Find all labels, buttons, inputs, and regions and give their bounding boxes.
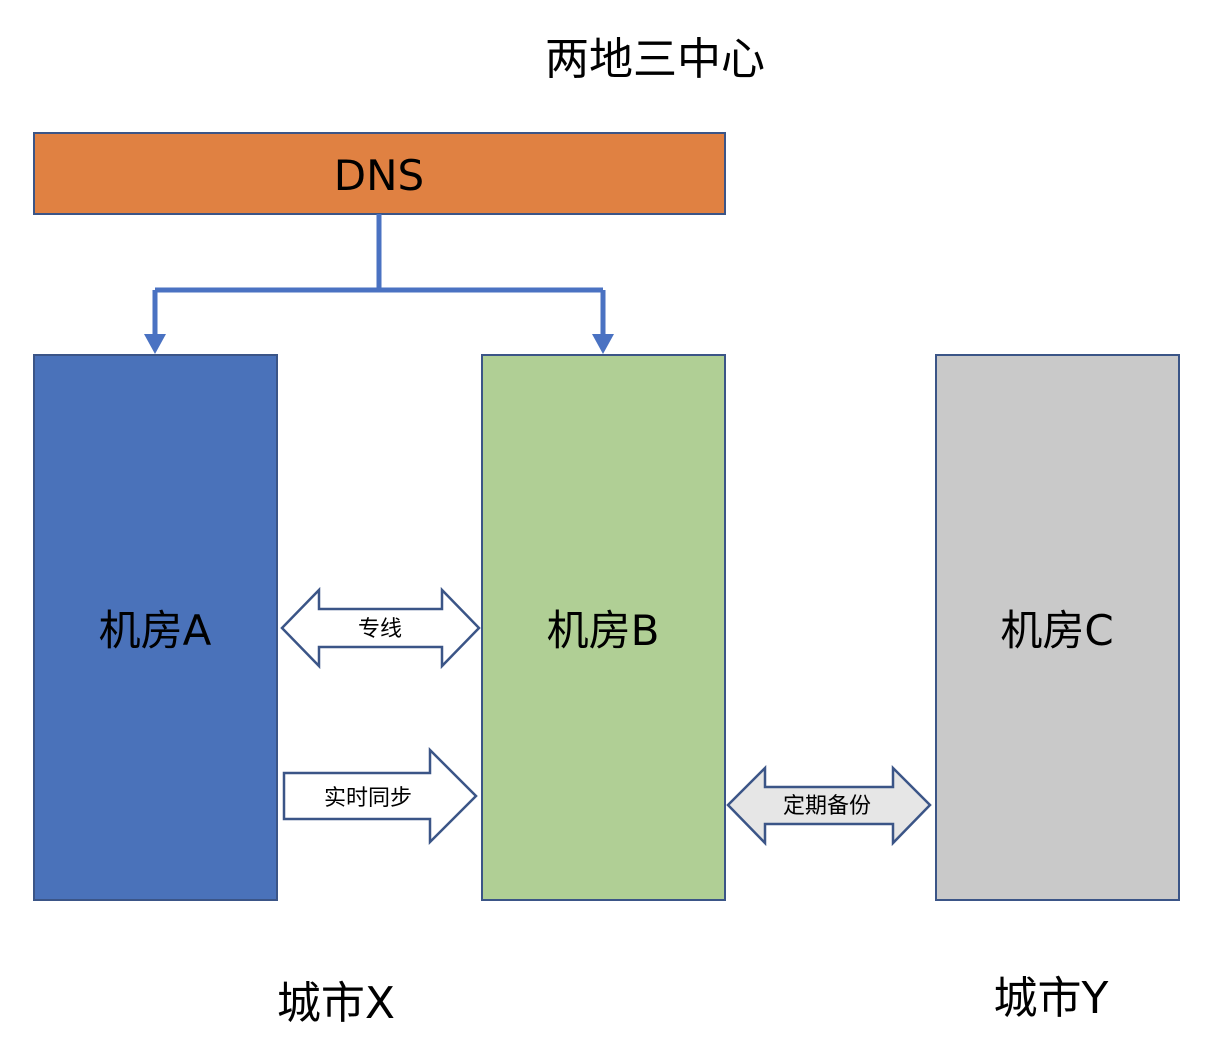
realtime-sync-label: 实时同步 — [324, 786, 412, 811]
dns-node: DNS — [33, 132, 726, 215]
room-c-label: 机房C — [1000, 606, 1113, 655]
room-c: 机房C — [935, 354, 1180, 901]
dns-box — [33, 132, 726, 215]
dns-label: DNS — [334, 151, 424, 200]
arrowhead-to-room-a — [144, 334, 166, 354]
realtime-sync-arrow — [282, 746, 478, 846]
dns-connector — [152, 214, 606, 336]
periodic-backup-label: 定期备份 — [783, 794, 871, 819]
room-a-box — [33, 354, 278, 901]
room-a: 机房A — [33, 354, 278, 901]
city-y-label: 城市Y — [994, 973, 1109, 1024]
dedicated-line-link: 专线 — [280, 586, 481, 670]
dedicated-line-double-arrow — [280, 586, 481, 670]
dedicated-line-label: 专线 — [358, 617, 402, 642]
diagram-title: 两地三中心 — [545, 34, 765, 85]
realtime-sync-link: 实时同步 — [282, 746, 478, 846]
room-a-label: 机房A — [99, 606, 212, 655]
room-c-box — [935, 354, 1180, 901]
city-x-label: 城市X — [277, 978, 395, 1029]
room-b-label: 机房B — [547, 606, 660, 655]
room-b-box — [481, 354, 726, 901]
periodic-backup-link: 定期备份 — [726, 764, 932, 847]
periodic-backup-double-arrow — [726, 764, 932, 847]
arrowhead-to-room-b — [592, 334, 614, 354]
room-b: 机房B — [481, 354, 726, 901]
